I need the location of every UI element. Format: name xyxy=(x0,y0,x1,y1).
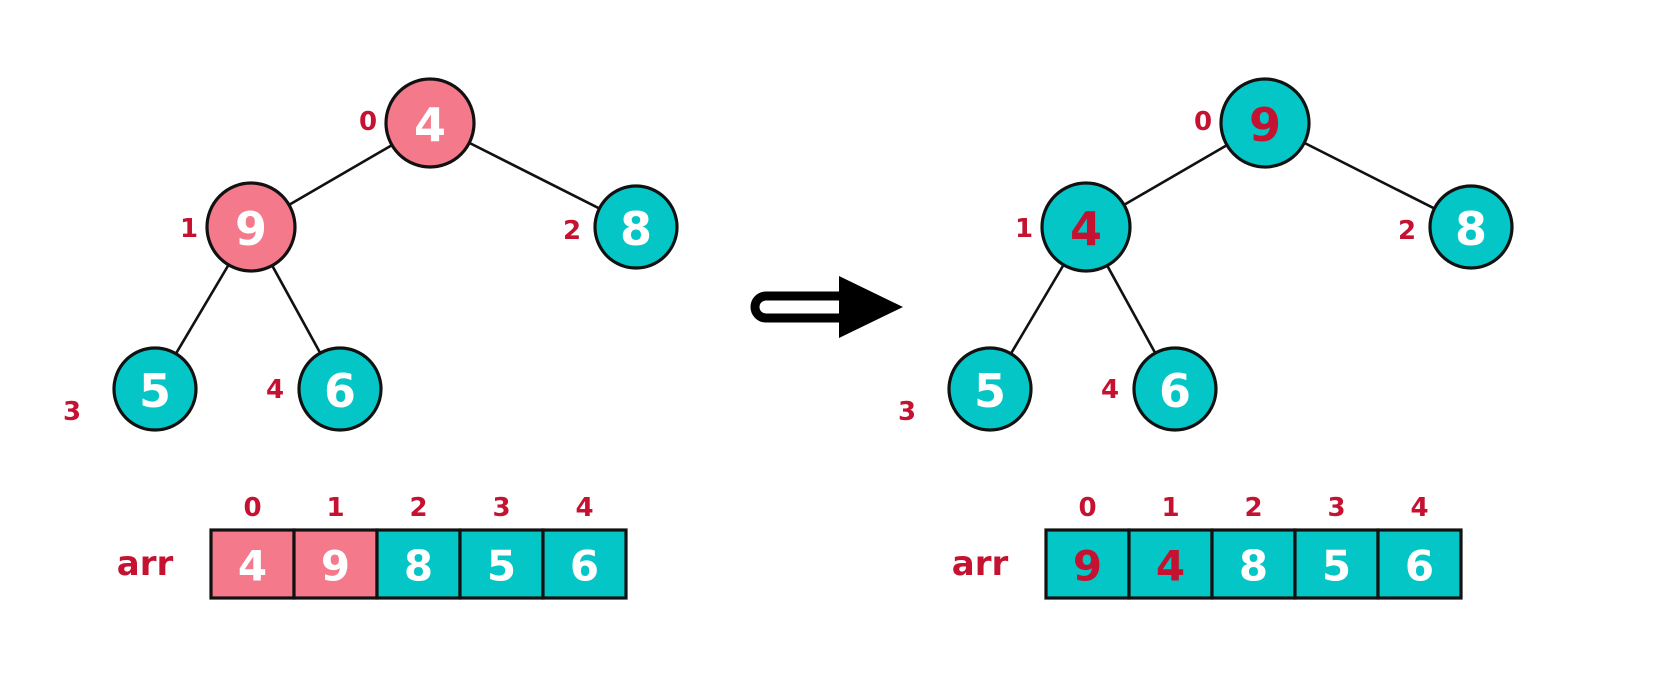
array-cell-rect[interactable] xyxy=(375,528,462,600)
array-group: arr 9 0 4 1 8 2 5 3 6 4 xyxy=(952,493,1463,600)
array-cell[interactable]: 8 xyxy=(1210,528,1297,600)
node-circle[interactable] xyxy=(205,181,297,273)
array-index-label: 1 xyxy=(1161,493,1179,523)
array-cell-rect[interactable] xyxy=(1376,528,1463,600)
array-cell-value: 6 xyxy=(1405,542,1434,591)
tree-node[interactable]: 82 xyxy=(1398,184,1514,270)
node-index-label: 4 xyxy=(266,375,284,405)
array-index-label: 2 xyxy=(1244,493,1262,523)
array-cell-value: 5 xyxy=(487,542,516,591)
tree-node[interactable]: 91 xyxy=(180,181,297,273)
array-index-label: 3 xyxy=(492,493,510,523)
tree-edge-1-4 xyxy=(270,264,322,355)
array-cell[interactable]: 6 xyxy=(1376,528,1463,600)
tree-edge-0-1 xyxy=(1122,143,1229,207)
array-index-label: 0 xyxy=(1078,493,1096,523)
transition-arrow xyxy=(750,276,903,338)
array-cell-value: 9 xyxy=(321,542,350,591)
node-value: 8 xyxy=(1455,202,1487,256)
node-value: 5 xyxy=(974,364,1006,418)
array-cell[interactable]: 5 xyxy=(1293,528,1380,600)
array-cell-value: 5 xyxy=(1322,542,1351,591)
array-cell-rect[interactable] xyxy=(209,528,296,600)
tree-node[interactable]: 82 xyxy=(563,184,679,270)
array-cell[interactable]: 6 xyxy=(541,528,628,600)
array-cell-value: 8 xyxy=(404,542,433,591)
node-value: 6 xyxy=(1159,364,1191,418)
array-cell-rect[interactable] xyxy=(541,528,628,600)
tree-node[interactable]: 41 xyxy=(1015,181,1132,273)
array-index-label: 4 xyxy=(1410,493,1428,523)
node-circle[interactable] xyxy=(1219,77,1311,169)
tree-edge-0-2 xyxy=(467,141,601,211)
node-value: 9 xyxy=(1249,98,1281,152)
arrow-head xyxy=(839,276,903,338)
tree-edge-1-4 xyxy=(1105,264,1157,355)
node-index-label: 2 xyxy=(1398,216,1416,246)
array-cell[interactable]: 9 xyxy=(1044,528,1131,600)
node-circle[interactable] xyxy=(593,184,679,270)
node-value: 6 xyxy=(324,364,356,418)
array-cell[interactable]: 4 xyxy=(1127,528,1214,600)
tree-node[interactable]: 64 xyxy=(266,346,383,432)
node-index-label: 4 xyxy=(1101,375,1119,405)
node-value: 5 xyxy=(139,364,171,418)
node-circle[interactable] xyxy=(1428,184,1514,270)
array-cell[interactable]: 9 xyxy=(292,528,379,600)
array-cell-value: 4 xyxy=(238,542,267,591)
array-cell-value: 6 xyxy=(570,542,599,591)
array-cell[interactable]: 8 xyxy=(375,528,462,600)
node-index-label: 3 xyxy=(63,397,81,427)
node-index-label: 1 xyxy=(180,214,198,244)
array-name-label: arr xyxy=(952,544,1009,584)
tree-edge-0-2 xyxy=(1302,141,1436,211)
node-value: 4 xyxy=(1070,202,1102,256)
tree-node[interactable]: 90 xyxy=(1194,77,1311,169)
array-index-label: 2 xyxy=(409,493,427,523)
node-circle[interactable] xyxy=(1040,181,1132,273)
array-index-label: 0 xyxy=(243,493,261,523)
array-cell-value: 8 xyxy=(1239,542,1268,591)
array-cell[interactable]: 4 xyxy=(209,528,296,600)
node-circle[interactable] xyxy=(297,346,383,432)
node-index-label: 1 xyxy=(1015,214,1033,244)
node-value: 9 xyxy=(235,202,267,256)
array-cell-value: 9 xyxy=(1073,542,1102,591)
node-index-label: 0 xyxy=(1194,107,1212,137)
node-circle[interactable] xyxy=(384,77,476,169)
node-index-label: 2 xyxy=(563,216,581,246)
node-index-label: 0 xyxy=(359,107,377,137)
tree-edge-0-1 xyxy=(287,143,394,207)
tree-edge-1-3 xyxy=(1009,263,1066,356)
tree-edge-1-3 xyxy=(174,263,231,356)
node-value: 4 xyxy=(414,98,446,152)
tree-node[interactable]: 53 xyxy=(63,346,198,432)
array-index-label: 1 xyxy=(326,493,344,523)
tree-edges xyxy=(174,141,601,356)
tree-node[interactable]: 53 xyxy=(898,346,1033,432)
node-value: 8 xyxy=(620,202,652,256)
tree-node[interactable]: 64 xyxy=(1101,346,1218,432)
array-cell[interactable]: 5 xyxy=(458,528,545,600)
array-cell-rect[interactable] xyxy=(292,528,379,600)
tree-edges xyxy=(1009,141,1436,356)
array-index-label: 4 xyxy=(575,493,593,523)
node-index-label: 3 xyxy=(898,397,916,427)
array-index-label: 3 xyxy=(1327,493,1345,523)
tree-node[interactable]: 40 xyxy=(359,77,476,169)
node-circle[interactable] xyxy=(947,346,1033,432)
array-name-label: arr xyxy=(117,544,174,584)
array-cell-rect[interactable] xyxy=(1044,528,1131,600)
node-circle[interactable] xyxy=(112,346,198,432)
arrow-shaft xyxy=(750,291,850,323)
array-cell-value: 4 xyxy=(1156,542,1185,591)
array-cell-rect[interactable] xyxy=(1127,528,1214,600)
node-circle[interactable] xyxy=(1132,346,1218,432)
